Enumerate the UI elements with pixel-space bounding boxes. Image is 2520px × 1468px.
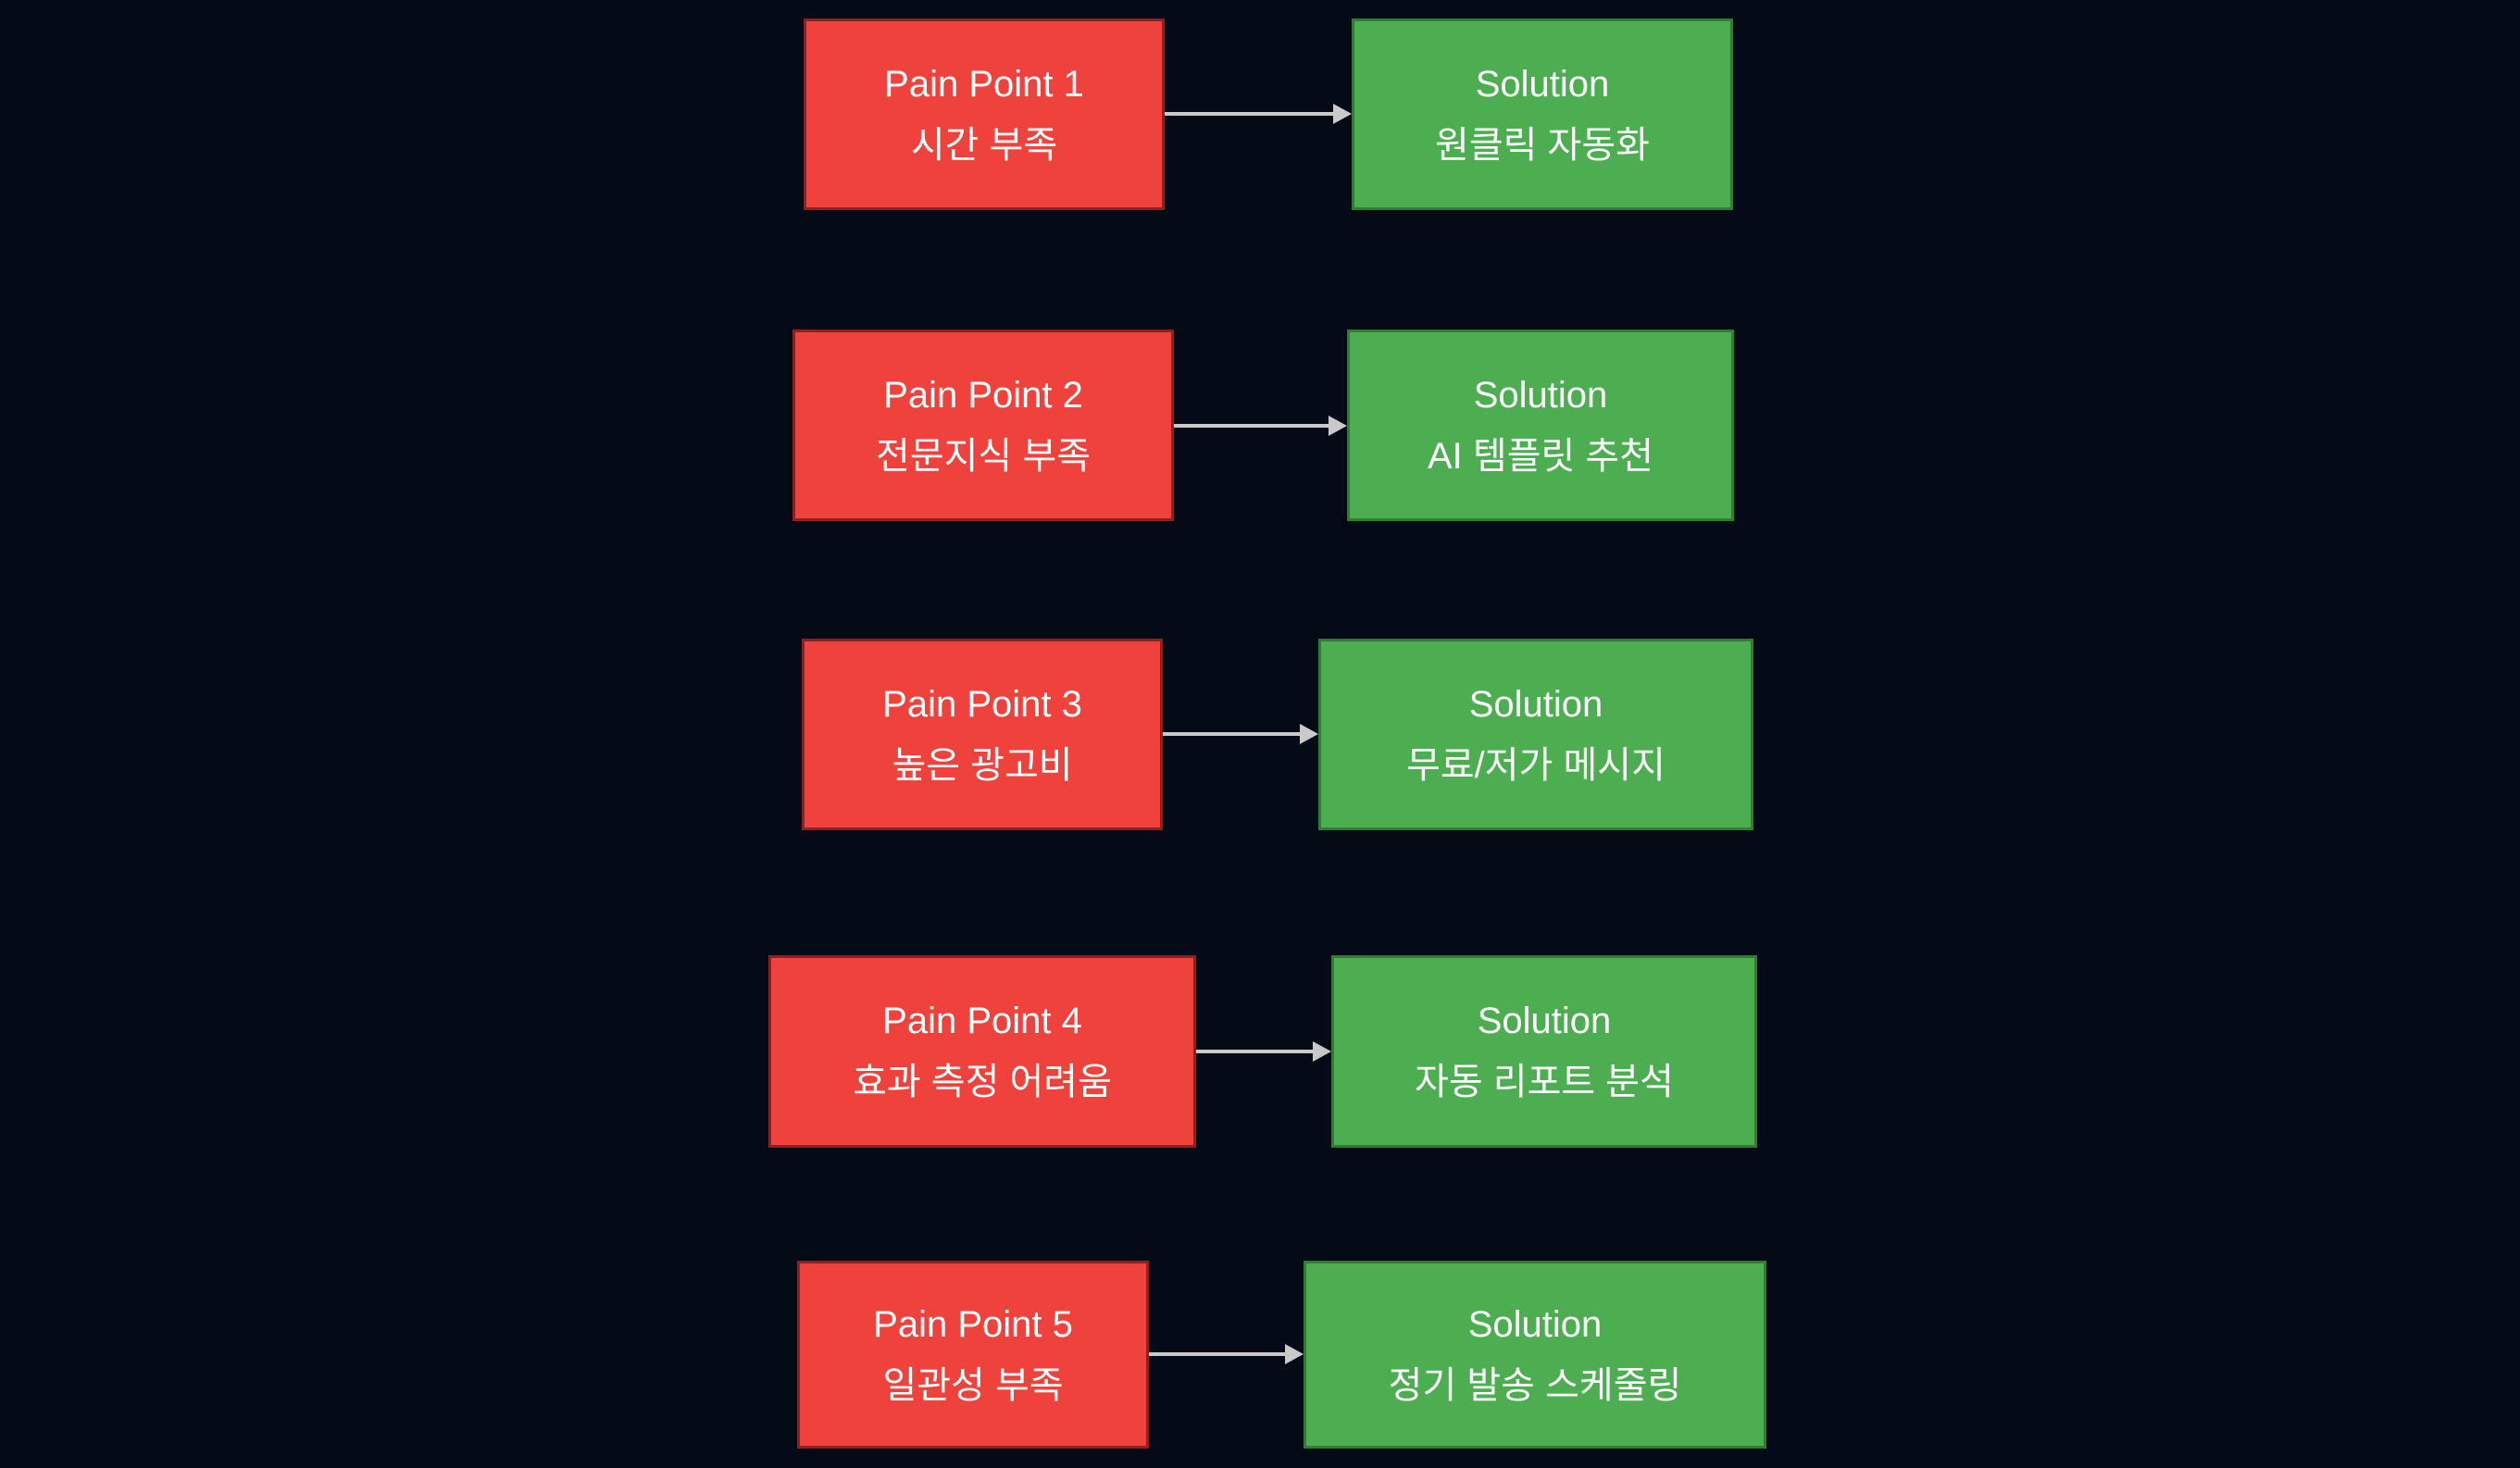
pain-point-detail: 효과 측정 어려움: [853, 1062, 1112, 1102]
solution-title: Solution: [1467, 1303, 1603, 1345]
arrow-head: [1313, 1041, 1331, 1062]
arrow-head: [1329, 416, 1347, 436]
solution-detail: 무료/저가 메시지: [1406, 744, 1665, 786]
pain-point-detail: 일관성 부족: [882, 1364, 1064, 1406]
right-arrow-icon: [1165, 104, 1352, 124]
arrow-head: [1285, 1344, 1304, 1364]
pain-point-node: Pain Point 5 일관성 부족: [797, 1261, 1149, 1449]
arrow-shaft: [1149, 1352, 1289, 1356]
pain-point-title: Pain Point 1: [884, 63, 1084, 105]
arrow-shaft: [1174, 424, 1332, 428]
arrow-shaft: [1163, 732, 1304, 736]
solution-detail: AI 템플릿 추천: [1427, 435, 1654, 477]
pain-point-node: Pain Point 4 효과 측정 어려움: [768, 955, 1196, 1148]
pain-point-detail: 시간 부족: [910, 124, 1058, 166]
solution-node: Solution 정기 발송 스케줄링: [1304, 1261, 1766, 1449]
arrow-shaft: [1196, 1050, 1316, 1053]
arrow-head: [1333, 104, 1352, 124]
pain-point-node: Pain Point 2 전문지식 부족: [792, 330, 1174, 521]
pain-point-node: Pain Point 1 시간 부족: [804, 19, 1165, 210]
solution-title: Solution: [1477, 1001, 1612, 1041]
solution-title: Solution: [1473, 374, 1608, 416]
right-arrow-icon: [1196, 1041, 1331, 1062]
right-arrow-icon: [1174, 416, 1347, 436]
solution-node: Solution 자동 리포트 분석: [1331, 955, 1757, 1148]
pain-point-title: Pain Point 5: [873, 1303, 1073, 1345]
pain-point-title: Pain Point 4: [882, 1001, 1082, 1041]
pain-point-title: Pain Point 2: [883, 374, 1083, 416]
pain-point-title: Pain Point 3: [882, 683, 1082, 725]
arrow-shaft: [1165, 112, 1337, 116]
solution-title: Solution: [1468, 683, 1603, 725]
pain-point-detail: 전문지식 부족: [876, 435, 1091, 477]
solution-title: Solution: [1475, 63, 1610, 105]
solution-detail: 정기 발송 스케줄링: [1388, 1364, 1682, 1406]
solution-node: Solution AI 템플릿 추천: [1347, 330, 1734, 521]
right-arrow-icon: [1149, 1344, 1304, 1364]
pain-point-node: Pain Point 3 높은 광고비: [802, 639, 1163, 830]
solution-node: Solution 무료/저가 메시지: [1318, 639, 1753, 830]
solution-detail: 자동 리포트 분석: [1415, 1062, 1674, 1102]
arrow-head: [1300, 724, 1318, 744]
solution-detail: 원클릭 자동화: [1435, 124, 1650, 166]
right-arrow-icon: [1163, 724, 1318, 744]
pain-point-detail: 높은 광고비: [892, 744, 1073, 786]
solution-node: Solution 원클릭 자동화: [1352, 19, 1733, 210]
